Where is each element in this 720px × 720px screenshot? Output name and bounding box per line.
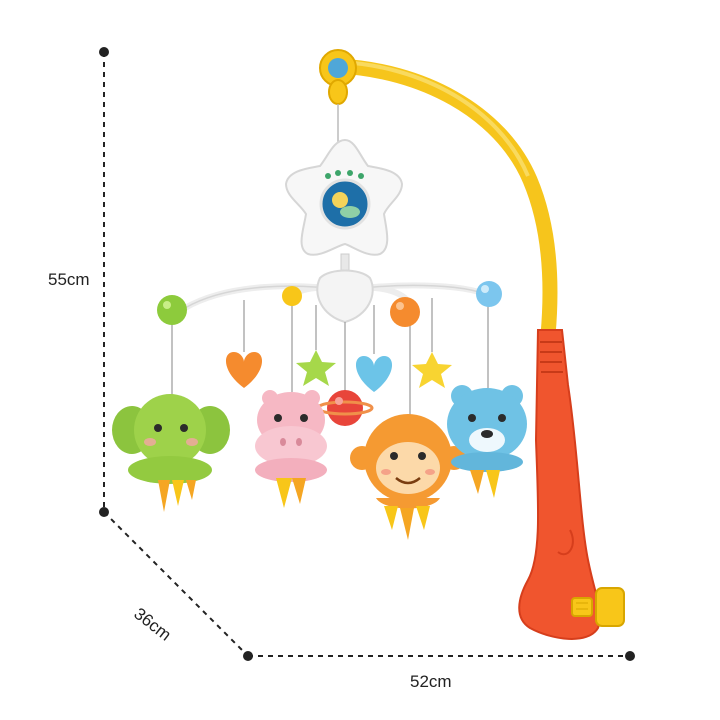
- hanger-hub: [316, 269, 374, 324]
- blue-heart: [355, 356, 393, 392]
- depth-guide-line: [103, 511, 249, 657]
- width-label: 52cm: [410, 672, 452, 691]
- strings: [171, 298, 489, 420]
- monkey-toy: [350, 414, 466, 540]
- green-star: [296, 350, 336, 386]
- red-ball: [316, 390, 374, 426]
- music-box-star: [284, 138, 404, 271]
- height-label: 55cm: [48, 270, 90, 289]
- elephant-toy: [112, 394, 230, 512]
- dimension-guides: [103, 52, 630, 657]
- dimension-endpoints: [99, 47, 635, 661]
- bear-toy: [447, 385, 527, 498]
- mobile-arm: [319, 49, 558, 343]
- orange-heart: [225, 352, 263, 388]
- crib-clamp: [518, 329, 625, 640]
- yellow-star: [412, 352, 452, 388]
- frame-balls: [157, 281, 502, 327]
- hippo-toy: [255, 390, 327, 508]
